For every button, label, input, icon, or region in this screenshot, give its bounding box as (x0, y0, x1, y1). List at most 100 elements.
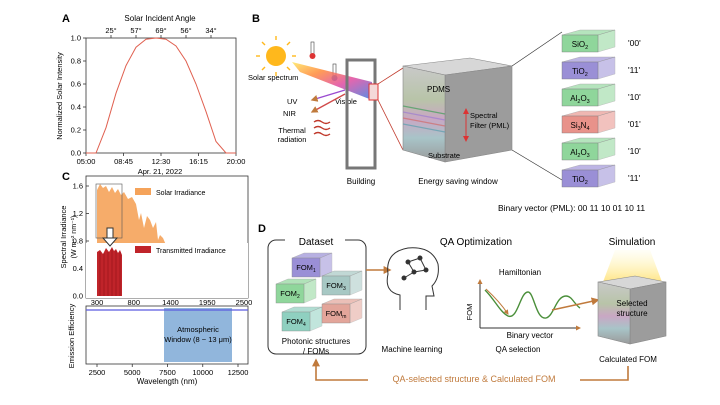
building-label: Building (347, 177, 375, 186)
panel-a-top-tick-label: 57° (130, 26, 141, 35)
panel-a-xtick-label: 16:15 (189, 157, 208, 166)
fom-label: FOM1 (296, 263, 316, 274)
layer-formula: SiO2 (572, 40, 588, 51)
transmitted-irradiance-area (97, 247, 122, 296)
panel-c-xticks-bottom: 2500 5000 7500 10000 12500 (89, 364, 249, 377)
panel-a-letter: A (62, 13, 70, 25)
panel-c-emission-ylabel: Emission Efficiency (67, 304, 76, 369)
panel-a-xtick-label: 20:00 (227, 157, 246, 166)
uv-label: UV (287, 97, 297, 106)
dataset-title: Dataset (299, 237, 334, 248)
panel-a-ytick-label: 0.4 (71, 103, 81, 112)
panel-a-plot-frame (85, 37, 237, 154)
fom-block: FOM4 (281, 306, 323, 332)
zoom-line-top (377, 67, 404, 85)
layer-formula: TiO2 (572, 175, 588, 186)
arrow-qa-to-simulation (551, 297, 600, 311)
solar-spectrum-label: Solar spectrum (248, 73, 298, 82)
panel-c-ytick-label: 0.8 (73, 237, 83, 246)
layer-code: '00' (628, 38, 641, 48)
stack-connector-bottom (511, 149, 563, 181)
simulation-title: Simulation (609, 237, 656, 248)
panel-c-xtick-label: 300 (91, 298, 104, 307)
simulation-light (603, 250, 662, 282)
qa-descent-arrow (485, 288, 509, 315)
panel-a-xtick-label: 05:00 (77, 157, 96, 166)
binary-axis-label: Binary vector (507, 331, 554, 340)
panel-a-ytick-label: 0.6 (71, 80, 81, 89)
panel-a-ytick-label: 0.0 (71, 149, 81, 158)
dataset-caption: Photonic structures/ FOMs (282, 337, 350, 356)
filter-arrow-up (463, 108, 469, 114)
ml-label: Machine learning (382, 345, 443, 354)
legend-transmitted-swatch (135, 246, 151, 253)
legend-transmitted-label: Transmitted Irradiance (156, 248, 226, 255)
panel-a-top-tick-label: 25° (105, 26, 116, 35)
panel-a-ylabel: Normalized Solar Intensity (55, 52, 64, 140)
fom-axis-label: FOM (465, 304, 474, 321)
stack-connector-top (511, 31, 563, 67)
fom-block: FOM2 (275, 278, 317, 304)
layer-formula: TiO2 (572, 67, 588, 78)
hamiltonian-label: Hamiltonian (499, 268, 541, 277)
hamiltonian-curve (484, 289, 581, 319)
panel-a-top-tick-label: 34° (205, 26, 216, 35)
simulation-cube (597, 275, 667, 345)
transmitted-hatching (99, 249, 121, 296)
layer-tile: SiO2 '00' (561, 29, 641, 53)
panel-a-ytick-label: 0.2 (71, 126, 81, 135)
layer-stack: SiO2 '00' TiO2 '11' Al2O3'10' Si3N4'01' Al2O3'… (561, 29, 641, 188)
feedback-label-bg (368, 372, 580, 386)
panel-c-ylabel: Spectral Irradiance (59, 206, 68, 269)
thermometer-hot-icon (309, 41, 316, 59)
legend-solar-label: Solar Irradiance (156, 190, 206, 197)
fom-block: FOM3 (321, 270, 363, 296)
fom-label: FOM4 (286, 317, 306, 328)
sun-icon (256, 36, 296, 76)
panel-a-top-axis-title: Solar Incident Angle (124, 14, 196, 23)
fom-label: FOMm (326, 309, 347, 320)
panel-c-ytick-label: 1.2 (73, 209, 83, 218)
feedback-loop-label: QA-selected structure & Calculated FOM (392, 374, 555, 384)
panel-a-top-tick-label: 56° (180, 26, 191, 35)
fom-label: FOM2 (280, 289, 300, 300)
panel-c-ylabel-unit: (W m⁻² nm⁻¹) (71, 216, 78, 259)
panel-c-ytick-label: 0.0 (73, 292, 83, 301)
fom-block: FOMm (321, 298, 363, 324)
layer-tile: Al2O3'10' (561, 137, 641, 161)
layer-tile: TiO2 '11' (561, 164, 640, 188)
panel-c-bottom-xtick-label: 12500 (228, 368, 249, 377)
layer-formula: Al2O3 (570, 148, 589, 159)
panel-a-yticks: 0.0 0.2 0.4 0.6 0.8 1.0 (71, 34, 86, 158)
panel-d-letter: D (258, 223, 266, 235)
fom-block: FOM1 (291, 252, 333, 278)
layer-code: '11' (628, 173, 640, 183)
panel-c-ytick-label: 1.6 (73, 182, 83, 191)
layer-tile: Al2O3'10' (561, 83, 641, 107)
building-outline (345, 58, 377, 170)
panel-a-ytick-label: 1.0 (71, 34, 81, 43)
pdms-label: PDMS (427, 85, 450, 94)
fom-label: FOM3 (326, 281, 346, 292)
panel-a-ytick-label: 0.8 (71, 57, 81, 66)
panel-a-intensity-line (86, 37, 236, 154)
panel-c-xtick-label: 1400 (162, 298, 179, 307)
transmission-down-arrow (101, 227, 119, 247)
panel-c-bottom-xtick-label: 5000 (124, 368, 141, 377)
legend-solar-swatch (135, 188, 151, 195)
reflected-rays (310, 89, 346, 137)
ml-head-icon (386, 247, 439, 310)
qa-selection-label: QA selection (496, 345, 541, 354)
panel-c-bottom-xtick-label: 2500 (89, 368, 106, 377)
panel-c-bottom-xtick-label: 10000 (192, 368, 213, 377)
panel-a-xtick-label: 08:45 (114, 157, 133, 166)
panel-c-xlabel: Wavelength (nm) (137, 377, 198, 386)
layer-tile: Si3N4'01' (561, 110, 641, 134)
panel-c-bottom-xtick-label: 7500 (159, 368, 176, 377)
substrate-label: Substrate (428, 151, 460, 160)
binary-vector-label: Binary vector (PML): 00 11 10 01 10 11 (498, 203, 645, 213)
